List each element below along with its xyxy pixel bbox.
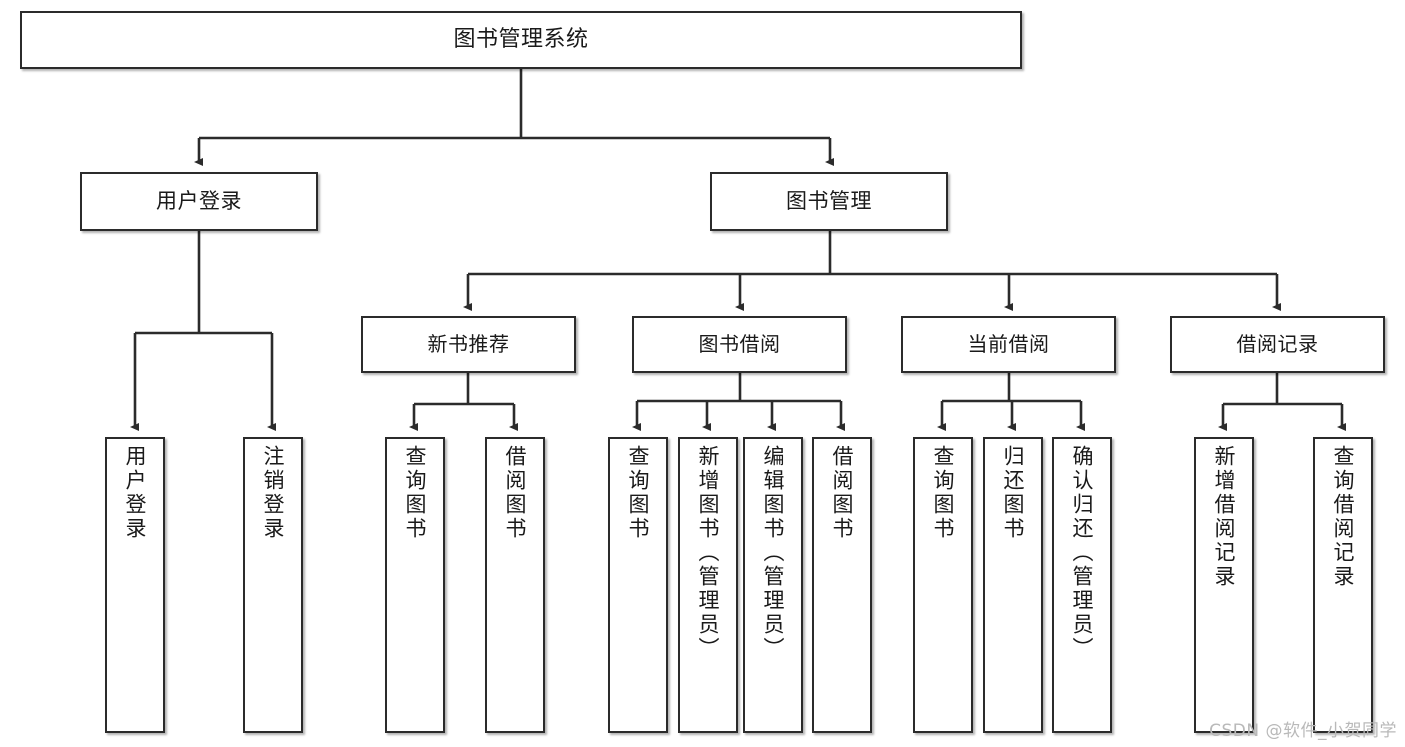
node-user-login[interactable]: 用户登录 <box>80 172 318 231</box>
node-borrow-record[interactable]: 借阅记录 <box>1170 316 1385 373</box>
node-label: 图书管理 <box>786 189 872 214</box>
leaf-query-book-recommend[interactable]: 查询图书 <box>385 437 445 733</box>
node-current-borrow[interactable]: 当前借阅 <box>901 316 1116 373</box>
node-label: 新增图书（管理员） <box>696 445 721 661</box>
node-root-system[interactable]: 图书管理系统 <box>20 11 1022 69</box>
leaf-query-book-current[interactable]: 查询图书 <box>913 437 973 733</box>
watermark: CSDN @软件_小贺同学 <box>1209 721 1397 741</box>
leaf-return-book[interactable]: 归还图书 <box>983 437 1043 733</box>
node-label: 编辑图书（管理员） <box>761 445 786 661</box>
node-label: 用户登录 <box>156 189 242 214</box>
leaf-confirm-return-admin[interactable]: 确认归还（管理员） <box>1052 437 1112 733</box>
node-book-borrow[interactable]: 图书借阅 <box>632 316 847 373</box>
leaf-add-book-admin[interactable]: 新增图书（管理员） <box>678 437 738 733</box>
node-label: 注销登录 <box>261 445 286 541</box>
node-label: 查询图书 <box>931 445 956 541</box>
node-label: 归还图书 <box>1001 445 1026 541</box>
node-label: 借阅图书 <box>503 445 528 541</box>
node-book-management[interactable]: 图书管理 <box>710 172 948 231</box>
node-label: 当前借阅 <box>967 332 1050 356</box>
node-label: 确认归还（管理员） <box>1070 445 1095 661</box>
node-label: 图书借阅 <box>698 332 781 356</box>
node-label: 借阅记录 <box>1236 332 1319 356</box>
node-label: 借阅图书 <box>830 445 855 541</box>
leaf-add-borrow-record[interactable]: 新增借阅记录 <box>1194 437 1254 733</box>
leaf-user-login[interactable]: 用户登录 <box>105 437 165 733</box>
node-new-book-recommend[interactable]: 新书推荐 <box>361 316 576 373</box>
leaf-edit-book-admin[interactable]: 编辑图书（管理员） <box>743 437 803 733</box>
leaf-borrow-book-recommend[interactable]: 借阅图书 <box>485 437 545 733</box>
node-label: 用户登录 <box>123 445 148 541</box>
leaf-query-book-borrow[interactable]: 查询图书 <box>608 437 668 733</box>
leaf-query-borrow-record[interactable]: 查询借阅记录 <box>1313 437 1373 733</box>
node-label: 查询借阅记录 <box>1331 445 1356 589</box>
node-label: 新增借阅记录 <box>1212 445 1237 589</box>
node-label: 查询图书 <box>403 445 428 541</box>
node-label: 新书推荐 <box>427 332 510 356</box>
node-label: 查询图书 <box>626 445 651 541</box>
leaf-logout[interactable]: 注销登录 <box>243 437 303 733</box>
leaf-borrow-book[interactable]: 借阅图书 <box>812 437 872 733</box>
node-label: 图书管理系统 <box>453 27 589 53</box>
